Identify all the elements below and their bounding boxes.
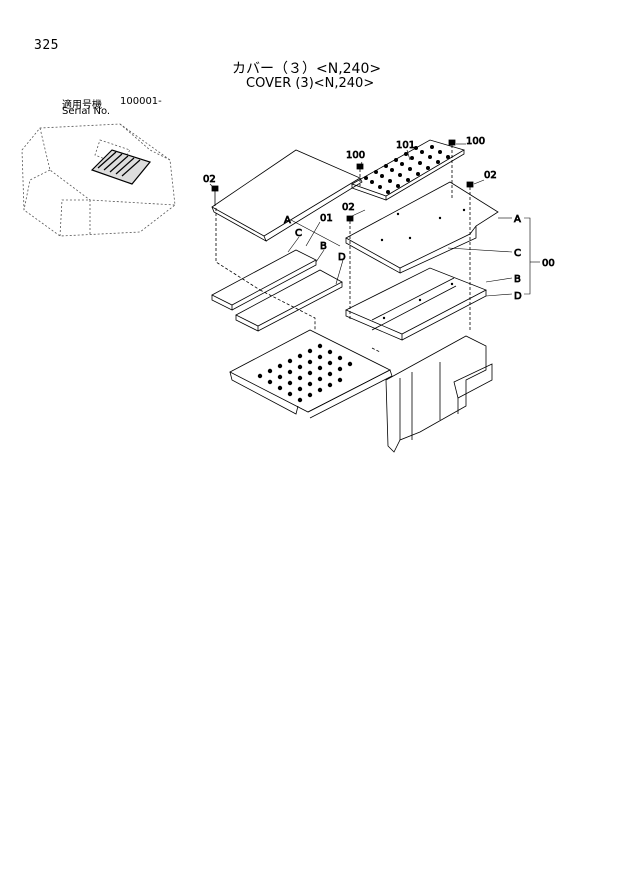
cover-plate-left-top <box>211 149 363 242</box>
callout-00: 00 <box>542 258 555 269</box>
callout-b-right: B <box>514 274 521 285</box>
callout-d-right: D <box>514 291 522 302</box>
perforated-plate-lower <box>229 329 393 419</box>
callout-02-right: 02 <box>484 170 497 181</box>
seal-plate-left <box>211 249 343 332</box>
callout-01: 01 <box>320 213 333 224</box>
callout-b-left: B <box>320 241 327 252</box>
callout-100-left: 100 <box>346 150 365 161</box>
callout-02-left: 02 <box>203 174 216 185</box>
serial-label-english: Serial No. <box>62 106 111 117</box>
assembly-lines-left <box>215 208 381 353</box>
bolt-02-middle <box>346 215 354 320</box>
bolt-100-left <box>356 163 364 186</box>
bolt-02-right <box>466 181 474 330</box>
callout-100-right: 100 <box>466 136 485 147</box>
callout-a-left: A <box>284 215 291 226</box>
callout-c-right: C <box>514 248 521 259</box>
callout-02-middle: 02 <box>342 202 355 213</box>
bolt-02-left <box>211 185 219 206</box>
page-number: 325 <box>34 38 59 53</box>
callout-101: 101 <box>396 140 415 151</box>
callout-d-left: D <box>338 252 346 263</box>
serial-number-value: 100001- <box>120 96 162 107</box>
page-title-japanese: カバー（３）<N,240> <box>232 61 382 77</box>
cover-plate-right <box>345 181 499 274</box>
bracket-frame <box>385 335 493 453</box>
page-title-english: COVER (3)<N,240> <box>246 76 375 91</box>
perforated-plate-101 <box>351 139 465 201</box>
leader-lines <box>209 143 540 297</box>
serial-label-japanese: 適用号機 <box>62 100 102 111</box>
bolt-100-right <box>448 139 456 200</box>
machine-overview-sketch <box>21 123 176 237</box>
highlighted-cover-area <box>90 149 152 185</box>
callout-a-right: A <box>514 214 521 225</box>
callout-c-left: C <box>295 228 302 239</box>
seal-plate-right <box>345 267 487 341</box>
